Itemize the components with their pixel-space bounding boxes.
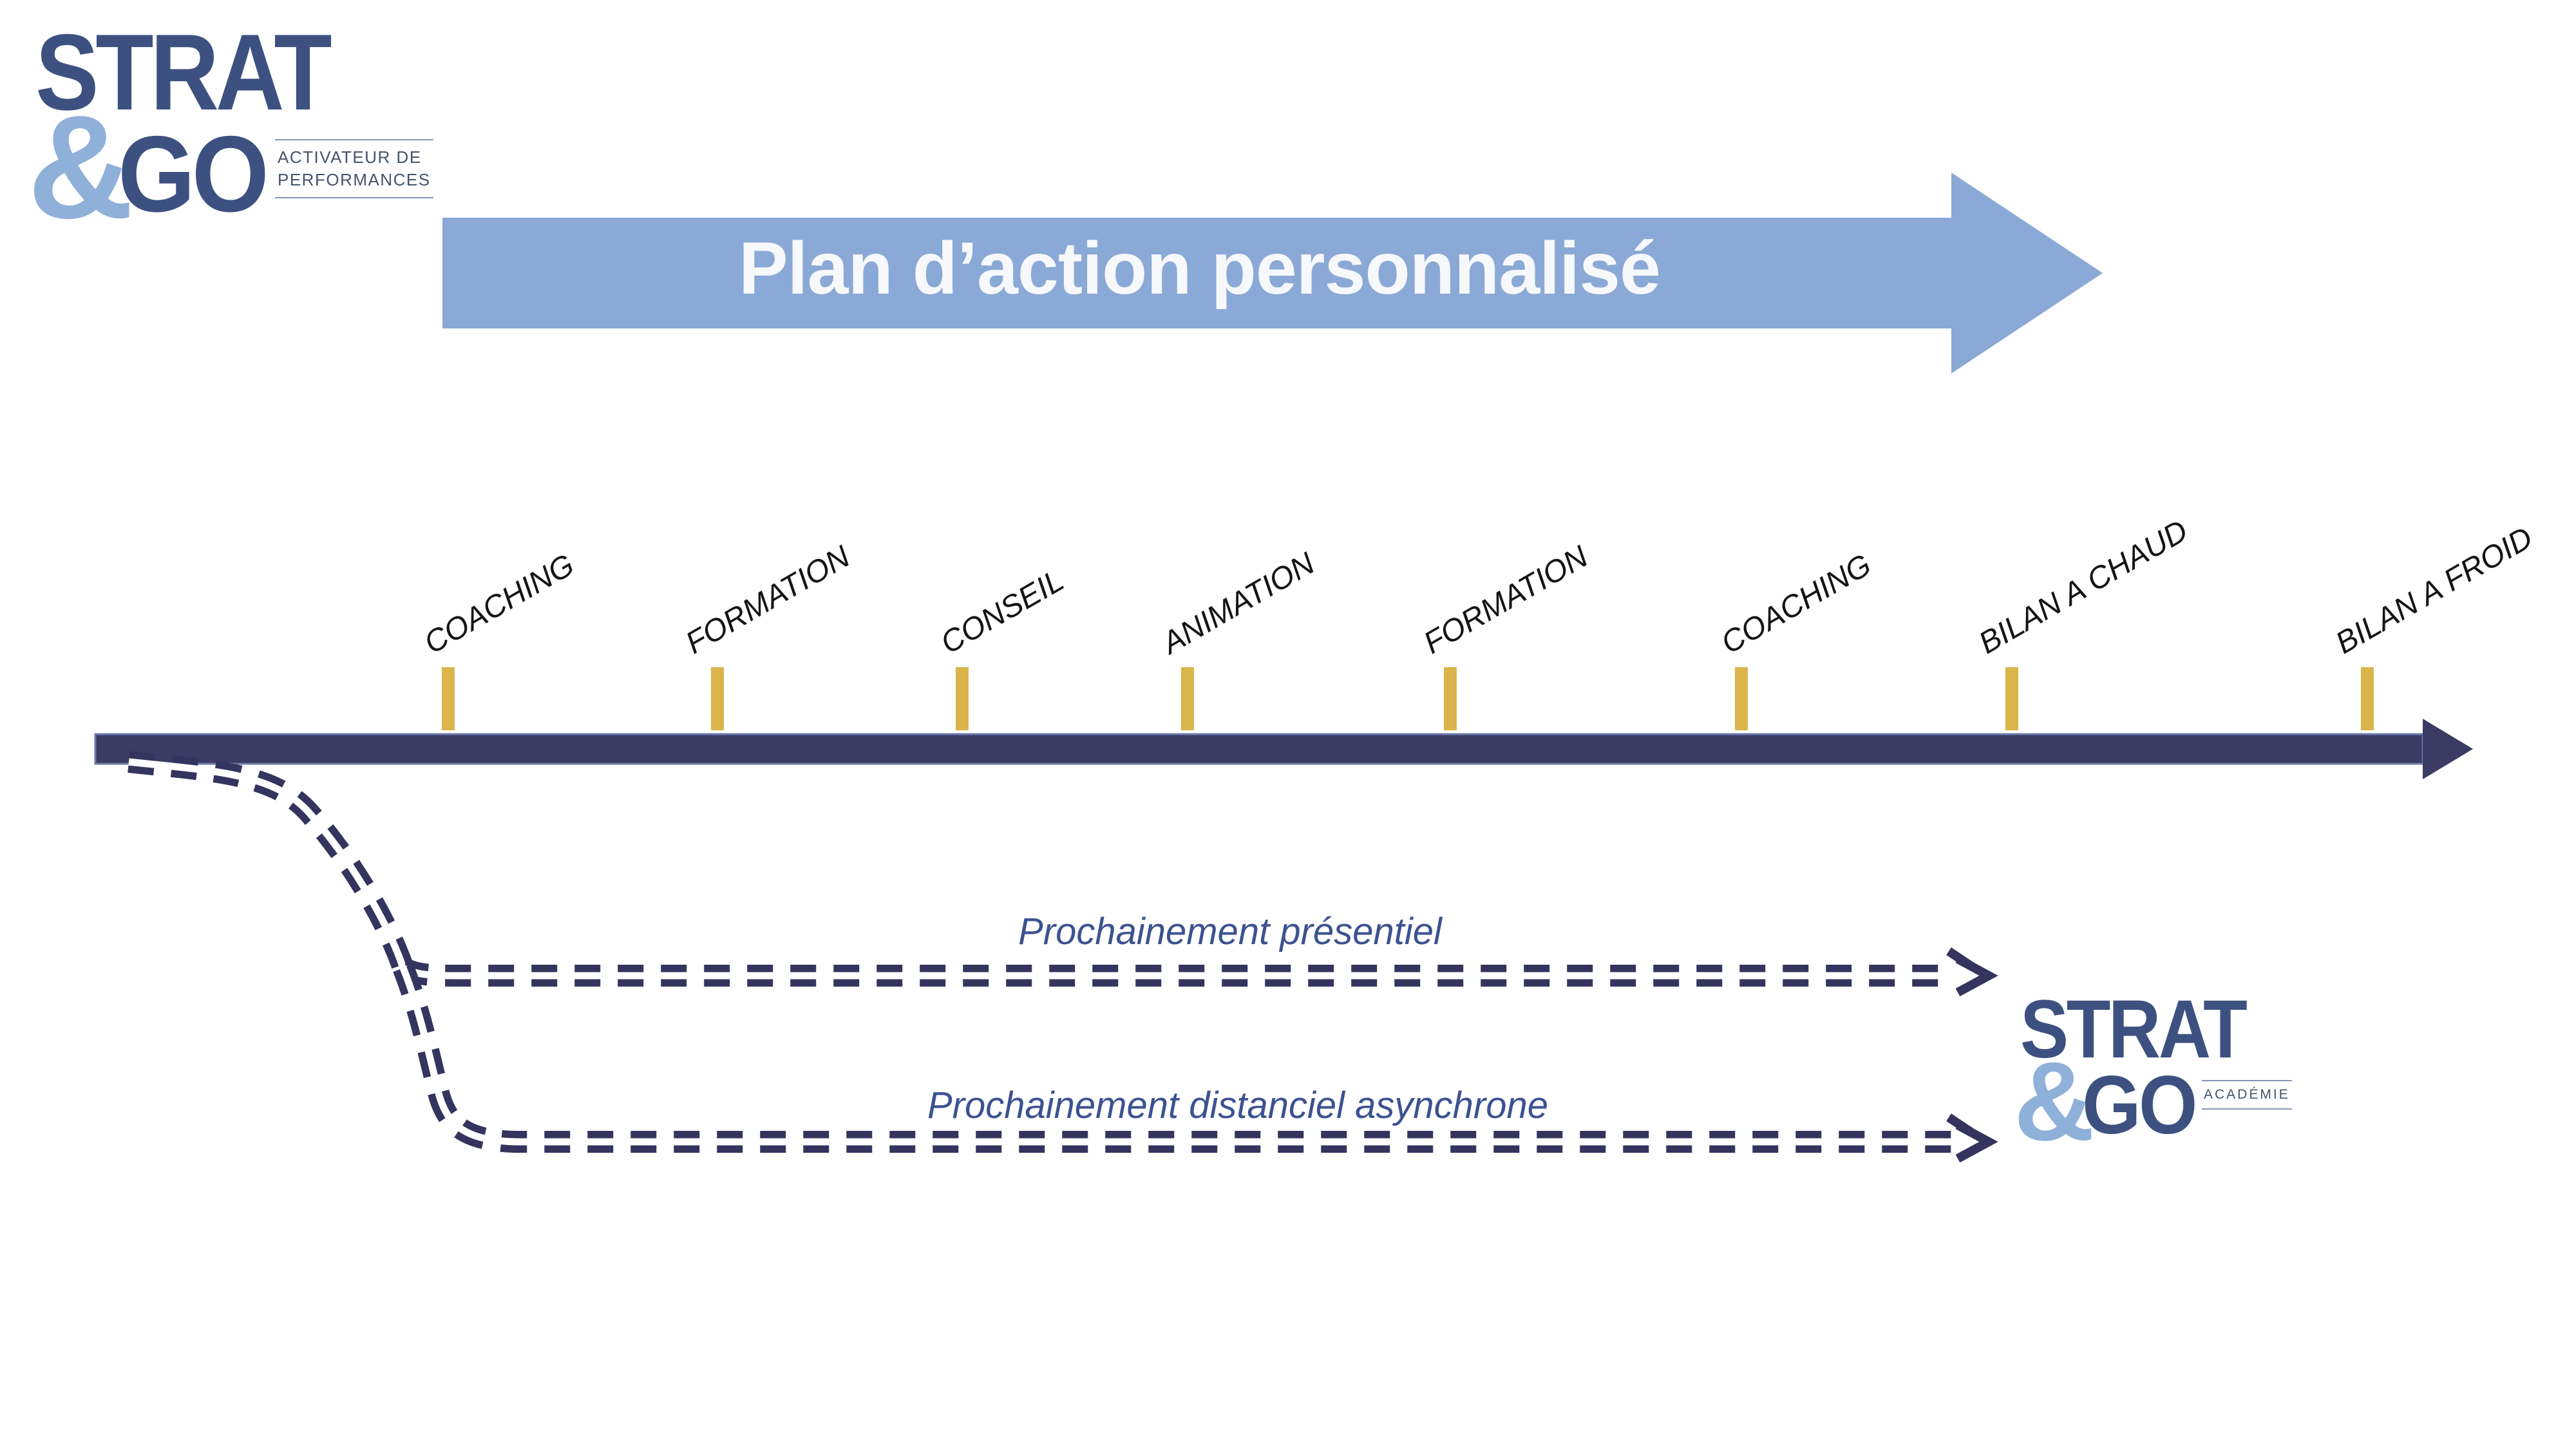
tick-bilan-a-chaud — [2005, 667, 2018, 730]
tick-bilan-a-froid — [2361, 667, 2374, 730]
flow-label-distanciel-asynchrone: Prochainement distanciel asynchrone — [927, 1084, 1548, 1126]
logo-tagline: ACADÉMIE — [2202, 1080, 2292, 1110]
flow-arrowheads — [1946, 947, 1998, 1163]
stratgo-logo-top-left: STRAT & GO ACTIVATEUR DE PERFORMANCES — [28, 12, 448, 241]
banner-arrow-shape — [442, 173, 2103, 374]
logo-word-strat: STRAT — [2020, 983, 2248, 1075]
tick-coaching-2 — [1735, 667, 1748, 730]
logo-ampersand: & — [2014, 1038, 2095, 1164]
flow-line-distanciel-split — [399, 966, 1953, 1146]
logo-word-strat: STRAT — [35, 12, 332, 133]
tick-animation — [1181, 667, 1194, 730]
stratgo-academie-logo-bottom-right: STRAT & GO ACADÉMIE — [2014, 983, 2323, 1157]
flow-label-presentiel: Prochainement présentiel — [1018, 911, 1442, 952]
timeline-ticks — [442, 667, 2374, 730]
arrowhead-distanciel-icon — [1946, 1113, 1998, 1163]
timeline-arrowhead-icon — [2423, 719, 2473, 779]
tick-formation-1 — [711, 667, 724, 730]
dashed-flow-lines — [128, 751, 1953, 1153]
tick-coaching-1 — [442, 667, 455, 730]
arrowhead-presentiel-icon — [1946, 947, 1998, 997]
tick-formation-2 — [1444, 667, 1457, 730]
tick-conseil — [956, 667, 969, 730]
logo-tagline-line2: PERFORMANCES — [278, 170, 431, 190]
logo-word-go: GO — [118, 113, 269, 234]
flow-curve-split — [128, 758, 407, 969]
banner-title: Plan d’action personnalisé — [738, 227, 1661, 310]
logo-tagline-academie: ACADÉMIE — [2204, 1087, 2290, 1102]
timeline-bar — [94, 733, 2424, 765]
logo-ampersand: & — [28, 86, 134, 249]
flow-curve-outer — [128, 751, 414, 972]
logo-tagline: ACTIVATEUR DE PERFORMANCES — [275, 139, 433, 199]
logo-word-go: GO — [2082, 1059, 2198, 1151]
logo-tagline-line1: ACTIVATEUR DE — [278, 147, 422, 167]
